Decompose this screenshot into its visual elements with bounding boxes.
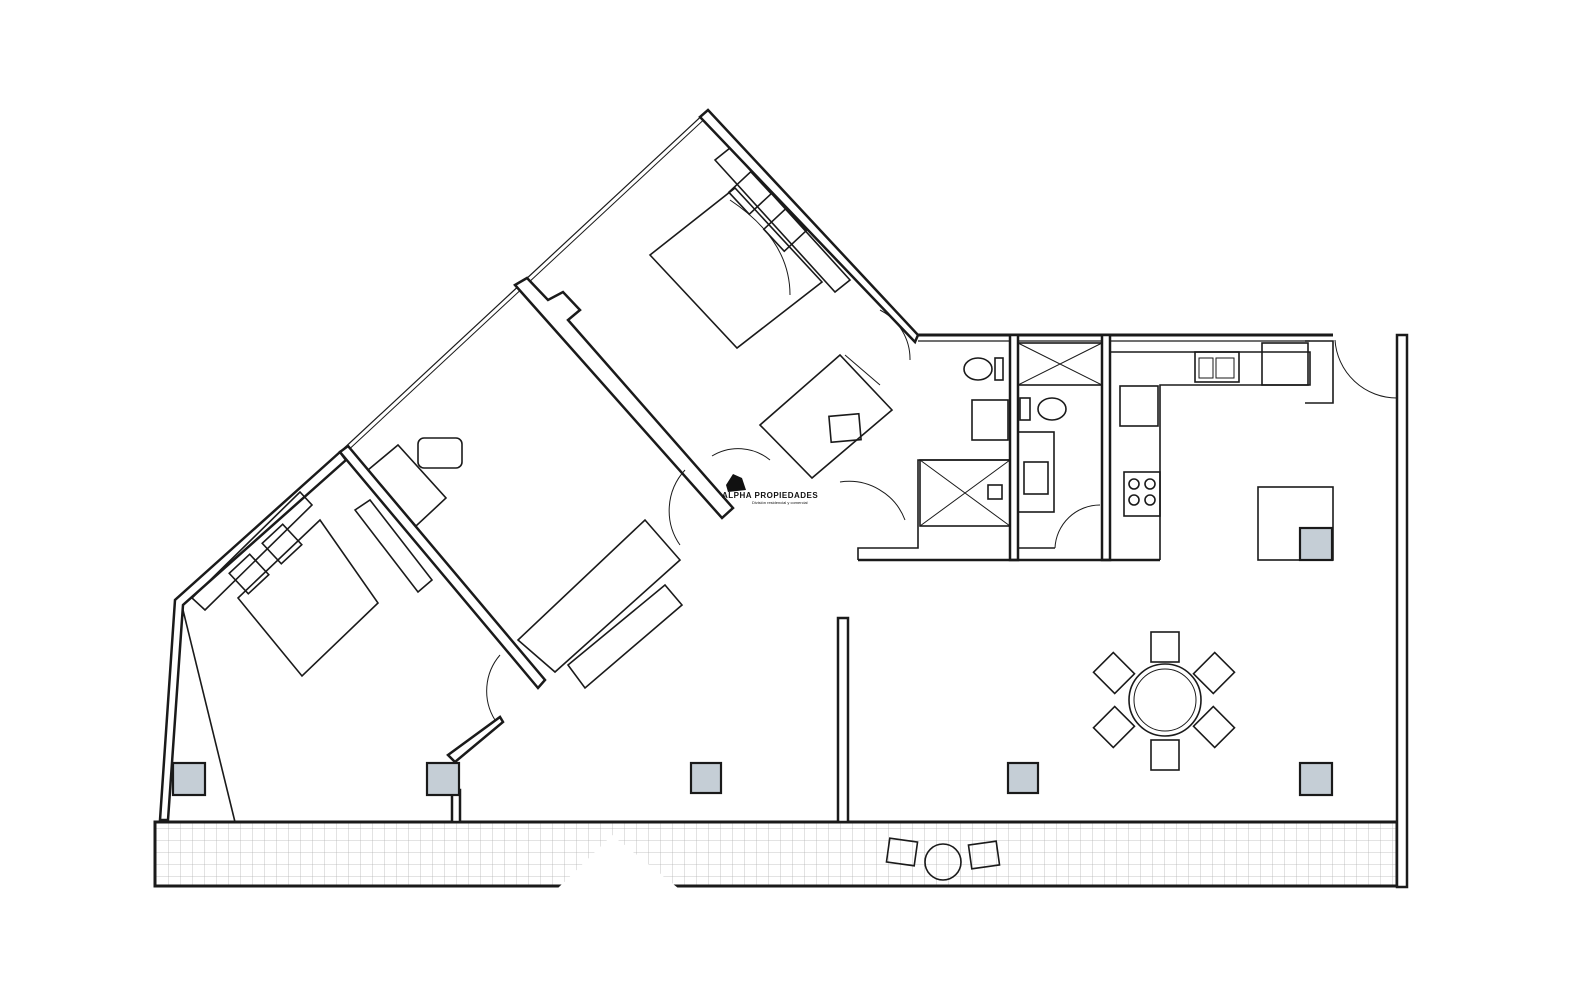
dining-chair — [1192, 651, 1236, 695]
desk-sink — [828, 412, 862, 444]
dining-chair — [1192, 705, 1236, 749]
structural-column — [1298, 526, 1334, 562]
desk — [366, 443, 448, 528]
bedroom-lower — [190, 490, 380, 678]
door-swing — [879, 309, 911, 361]
structural-column — [171, 761, 207, 797]
interior-walls — [338, 276, 1334, 824]
sofa — [516, 518, 682, 674]
bedroom-upper — [648, 146, 894, 480]
dining-chair — [1150, 739, 1180, 771]
pillow — [762, 207, 808, 253]
headboard — [713, 146, 852, 294]
logo-mark-icon — [726, 474, 746, 492]
door-swing — [839, 480, 906, 521]
logo: ALPHA PROPIEDADES División residencial y… — [722, 474, 818, 505]
vanity — [1017, 431, 1055, 513]
chair — [417, 437, 463, 469]
kitchen-island — [1257, 486, 1334, 561]
structural-column — [425, 761, 461, 797]
dining-set — [1092, 631, 1236, 771]
pillow — [727, 170, 773, 216]
sink-icon — [1023, 461, 1049, 495]
vanity — [971, 399, 1009, 441]
bed — [648, 186, 824, 350]
kitchen — [1110, 342, 1334, 561]
wardrobe — [758, 353, 894, 480]
headboard — [190, 490, 314, 612]
structural-column — [1298, 761, 1334, 797]
stove-icon — [1123, 471, 1161, 517]
shower — [1017, 342, 1103, 386]
bed — [236, 518, 380, 678]
shelf — [353, 498, 434, 594]
fridge — [1261, 342, 1309, 386]
dining-chair — [1092, 651, 1136, 695]
sink-icon — [1194, 351, 1240, 383]
toilet-icon — [963, 357, 993, 381]
logo-tagline: División residencial y comercial — [752, 500, 808, 505]
door-swing — [486, 654, 501, 721]
tv-stand — [566, 583, 684, 690]
terrace-chair — [967, 840, 1001, 870]
door-swing — [1334, 339, 1398, 399]
door-swing — [668, 469, 686, 546]
counter — [1110, 351, 1311, 560]
study-room — [353, 437, 684, 690]
bidet-icon — [1037, 397, 1067, 421]
dining-chair — [1092, 705, 1136, 749]
dining-table — [1128, 663, 1202, 737]
bathrooms — [919, 342, 1103, 527]
doors — [486, 309, 1398, 721]
dining-chair — [1150, 631, 1180, 663]
terrace-chair — [885, 837, 919, 867]
structural-column — [689, 761, 723, 795]
terrace-cutout — [558, 835, 678, 888]
logo-name: ALPHA PROPIEDADES — [722, 491, 818, 500]
pillow — [228, 553, 270, 595]
pillow — [261, 523, 303, 565]
door-swing — [1054, 504, 1101, 549]
terrace-table — [924, 843, 962, 881]
shower — [919, 459, 1011, 527]
door-swing — [711, 448, 771, 461]
structural-column — [1006, 761, 1040, 795]
columns — [171, 526, 1334, 797]
terrace — [153, 820, 1399, 888]
